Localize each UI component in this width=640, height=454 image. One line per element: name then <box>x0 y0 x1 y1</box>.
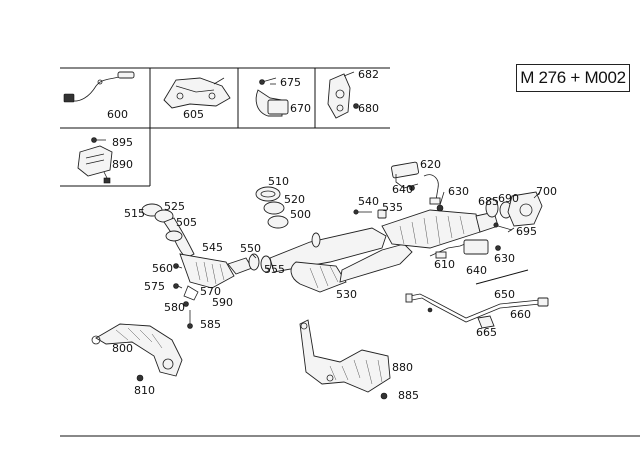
callout-545: 545 <box>202 241 223 254</box>
bracket-800 <box>91 323 183 382</box>
leader-lines <box>175 191 541 289</box>
callout-620: 620 <box>420 158 441 171</box>
callout-650: 650 <box>494 288 515 301</box>
clamp-675-670 <box>255 77 289 117</box>
bracket-605 <box>163 77 231 109</box>
callout-640-top: 640 <box>392 183 413 196</box>
hanger-682-680 <box>327 71 359 119</box>
callout-530: 530 <box>336 288 357 301</box>
callout-540: 540 <box>358 195 379 208</box>
callout-525: 525 <box>164 200 185 213</box>
divider <box>475 269 529 285</box>
callout-590: 590 <box>212 296 233 309</box>
main-exhaust-530 <box>269 227 413 293</box>
callout-685: 685 <box>478 195 499 208</box>
callout-640-right: 640 <box>466 264 487 277</box>
control-unit-890 <box>77 137 113 184</box>
callout-535: 535 <box>382 201 403 214</box>
callout-700: 700 <box>536 185 557 198</box>
callout-690: 690 <box>498 192 519 205</box>
callout-895: 895 <box>112 136 133 149</box>
callout-600: 600 <box>107 108 128 121</box>
clamp-550-555 <box>248 253 272 273</box>
callout-680: 680 <box>358 102 379 115</box>
callout-885: 885 <box>398 389 419 402</box>
oxygen-sensor-600 <box>63 71 135 103</box>
callout-585: 585 <box>200 318 221 331</box>
center-converter <box>381 191 499 249</box>
callout-660: 660 <box>510 308 531 321</box>
sensor-620-630 <box>391 161 441 205</box>
pipe-650-660 <box>405 293 549 329</box>
callout-550: 550 <box>240 242 261 255</box>
callout-630-top: 630 <box>448 185 469 198</box>
front-pipe-545 <box>141 203 253 329</box>
callout-675: 675 <box>280 76 301 89</box>
callout-682: 682 <box>358 68 379 81</box>
crossmember-880 <box>299 319 391 400</box>
callout-605: 605 <box>183 108 204 121</box>
sensor-610 <box>429 239 501 259</box>
callout-610: 610 <box>434 258 455 271</box>
callout-630-right: 630 <box>494 252 515 265</box>
callout-515: 515 <box>124 207 145 220</box>
inset-frame <box>60 67 390 187</box>
clamps-510-500 <box>255 186 289 229</box>
model-label: M 276 + M002 <box>516 64 630 92</box>
callout-560: 560 <box>152 262 173 275</box>
callout-665: 665 <box>476 326 497 339</box>
callout-505: 505 <box>176 216 197 229</box>
callout-695: 695 <box>516 225 537 238</box>
callout-670: 670 <box>290 102 311 115</box>
callout-labels: 600 605 675 670 682 680 895 890 620 640 … <box>107 68 557 402</box>
callout-500: 500 <box>290 208 311 221</box>
callout-570: 570 <box>200 285 221 298</box>
callout-510: 510 <box>268 175 289 188</box>
callout-580: 580 <box>164 301 185 314</box>
callout-520: 520 <box>284 193 305 206</box>
rear-clamps-685-700 <box>485 191 543 231</box>
callout-575: 575 <box>144 280 165 293</box>
bolts-540-535 <box>353 209 387 219</box>
callout-810: 810 <box>134 384 155 397</box>
callout-880: 880 <box>392 361 413 374</box>
callout-890: 890 <box>112 158 133 171</box>
callout-800: 800 <box>112 342 133 355</box>
callout-555: 555 <box>264 263 285 276</box>
